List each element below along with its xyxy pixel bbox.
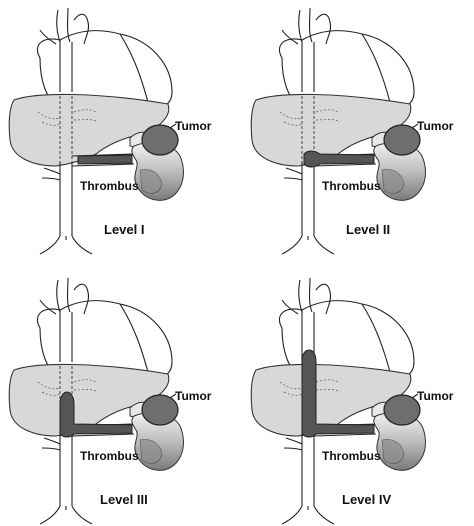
thrombus-label-level-4: Thrombus [322,449,381,463]
thrombus-shape-level-4 [301,349,375,438]
thrombus-label-level-1: Thrombus [80,179,139,193]
tumor-label-level-1: Tumor [175,119,212,133]
anatomy-level-2 [250,7,427,255]
tumor-label-level-3: Tumor [175,389,212,403]
thrombus-label-level-3: Thrombus [80,449,139,463]
thrombus-shape-level-2 [303,150,375,168]
level-label-level-4: Level IV [342,492,391,507]
panel-level-4: Tumor Thrombus Level IV [250,277,454,525]
anatomy-level-4 [250,277,427,525]
anatomy-level-3 [8,277,185,525]
panel-level-3: Tumor Thrombus Level III [8,277,212,525]
panel-level-1: Tumor Thrombus Level I [8,7,212,255]
tumor-label-level-2: Tumor [417,119,454,133]
level-label-level-1: Level I [104,222,144,237]
level-label-level-2: Level II [346,222,390,237]
thrombus-label-level-2: Thrombus [322,179,381,193]
thrombus-shape-level-3 [59,391,133,438]
panel-level-2: Tumor Thrombus Level II [250,7,454,255]
level-label-level-3: Level III [100,492,148,507]
anatomy-level-1 [8,7,185,255]
thrombus-shape-level-1 [77,154,133,165]
tumor-label-level-4: Tumor [417,389,454,403]
